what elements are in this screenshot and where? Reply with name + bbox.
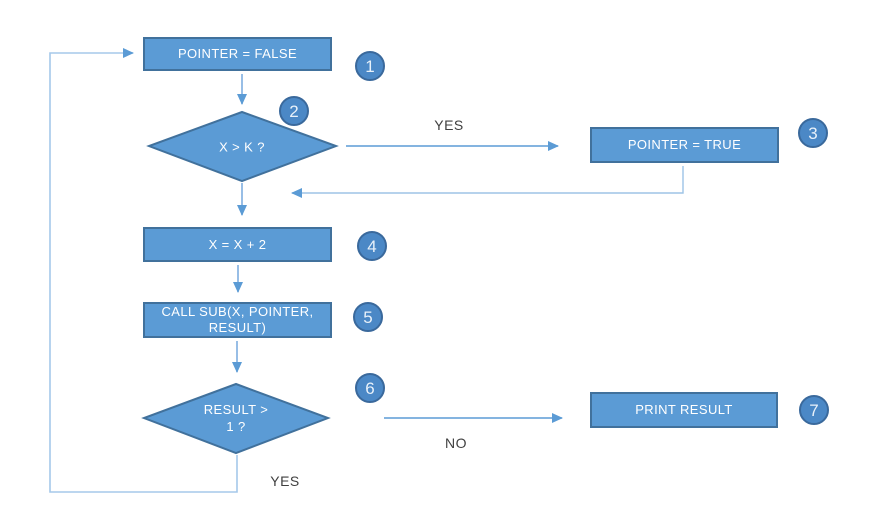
node-call-sub-label-line1: CALL SUB(X, POINTER, xyxy=(161,304,314,319)
step-badge-3: 3 xyxy=(798,118,828,148)
step-badge-6: 6 xyxy=(355,373,385,403)
node-print-result-label: PRINT RESULT xyxy=(635,402,733,417)
decision-result-gt-1-label-line2: 1 ? xyxy=(226,419,246,434)
decision-x-gt-k-label: X > K ? xyxy=(219,139,265,155)
decision-result-gt-1-label: RESULT > 1 ? xyxy=(204,401,269,435)
connector-return-elbow xyxy=(291,166,684,198)
node-pointer-true: POINTER = TRUE xyxy=(590,127,779,163)
step-badge-2: 2 xyxy=(279,96,309,126)
decision-result-gt-1-label-line1: RESULT > xyxy=(203,402,269,417)
decision-result-gt-1-shape xyxy=(141,382,331,455)
node-x-plus-2-label: X = X + 2 xyxy=(208,236,267,252)
step-badge-7: 7 xyxy=(799,395,829,425)
node-pointer-false: POINTER = FALSE xyxy=(143,37,332,71)
node-print-result: PRINT RESULT xyxy=(590,392,778,428)
connector-loop-yes xyxy=(49,48,238,493)
node-call-sub: CALL SUB(X, POINTER, RESULT) xyxy=(143,302,332,338)
step-badge-1: 1 xyxy=(355,51,385,81)
step-badge-5: 5 xyxy=(353,302,383,332)
edge-label-no: NO xyxy=(445,435,467,451)
edge-label-yes-bottom: YES xyxy=(270,473,300,489)
step-badge-4: 4 xyxy=(357,231,387,261)
node-call-sub-label-line2: RESULT) xyxy=(208,320,267,335)
decision-x-gt-k-shape xyxy=(146,110,339,183)
node-pointer-true-label: POINTER = TRUE xyxy=(627,137,742,152)
edge-label-yes-top: YES xyxy=(434,117,464,133)
node-pointer-false-label: POINTER = FALSE xyxy=(177,46,298,61)
node-x-plus-2: X = X + 2 xyxy=(143,227,332,262)
